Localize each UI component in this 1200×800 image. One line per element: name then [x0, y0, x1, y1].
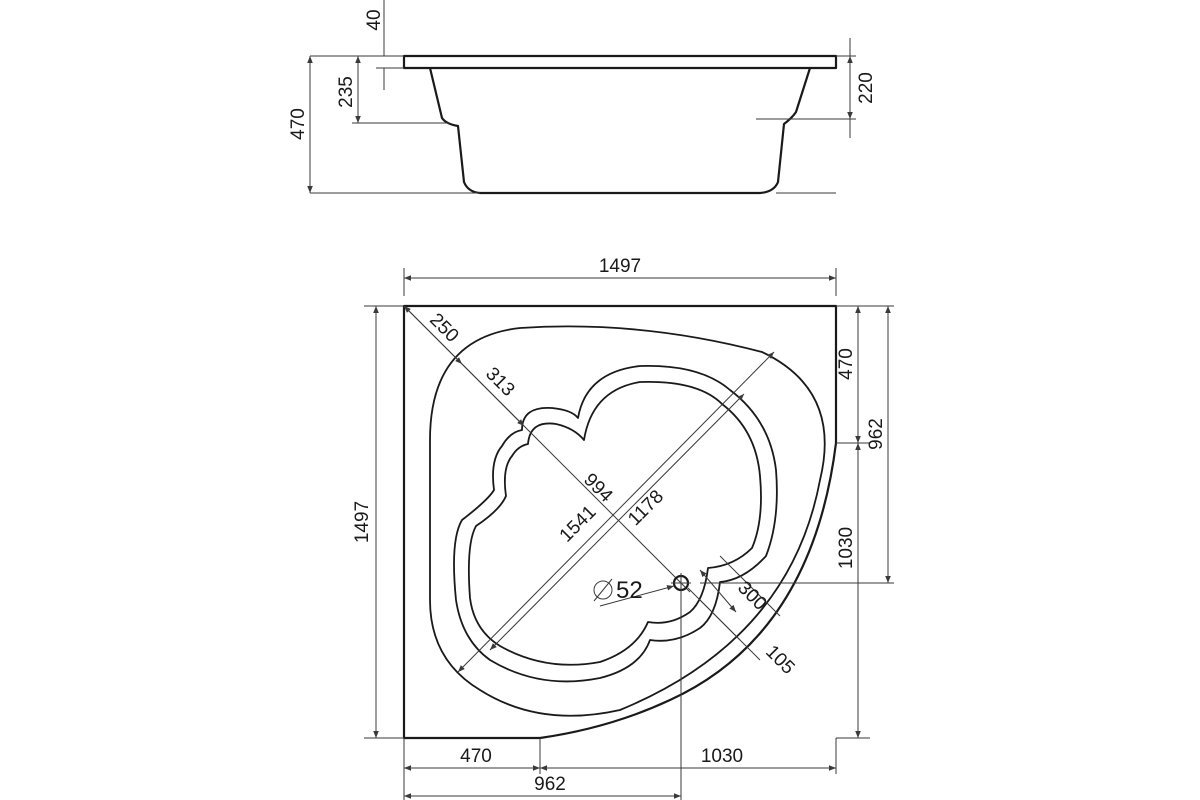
- dim-rim-thickness: 40: [364, 9, 385, 30]
- diameter-symbol-icon: [593, 580, 613, 600]
- dim-overall-width: 1497: [599, 256, 641, 277]
- dim-bottom-left: 470: [460, 746, 492, 767]
- side-rim: [402, 54, 838, 70]
- dim-bottom-right: 1030: [701, 746, 743, 767]
- dim-drain-diameter-group: 52: [593, 577, 643, 604]
- dim-drain-diameter: 52: [616, 577, 643, 604]
- dim-diag-250: 250: [425, 309, 462, 346]
- diag-1541: [457, 351, 775, 673]
- dim-seat-height: 235: [336, 76, 357, 108]
- dim-diag-1178: 1178: [624, 486, 668, 530]
- diag-1178: [489, 393, 745, 651]
- top-inner-rim: [429, 325, 826, 717]
- side-view: 40 235 470 220: [288, 0, 877, 195]
- side-tub-body: [428, 67, 812, 195]
- dim-right-total: 962: [866, 418, 887, 450]
- dim-diag-313: 313: [481, 363, 518, 400]
- top-view: 1497 1497 470 1030 962 470 1030 962 250 …: [352, 256, 894, 800]
- dim-right-upper: 470: [836, 348, 857, 380]
- dim-right-lower: 1030: [836, 527, 857, 569]
- dim-diag-1541: 1541: [556, 502, 601, 547]
- dim-bottom-total: 962: [534, 774, 566, 795]
- dim-drain-105: 105: [761, 641, 798, 678]
- dim-total-height: 470: [288, 108, 309, 140]
- dim-right-depth: 220: [856, 72, 877, 104]
- dim-overall-height: 1497: [352, 501, 373, 543]
- top-basin-inner: [467, 380, 762, 666]
- top-outer-frame: [402, 304, 838, 740]
